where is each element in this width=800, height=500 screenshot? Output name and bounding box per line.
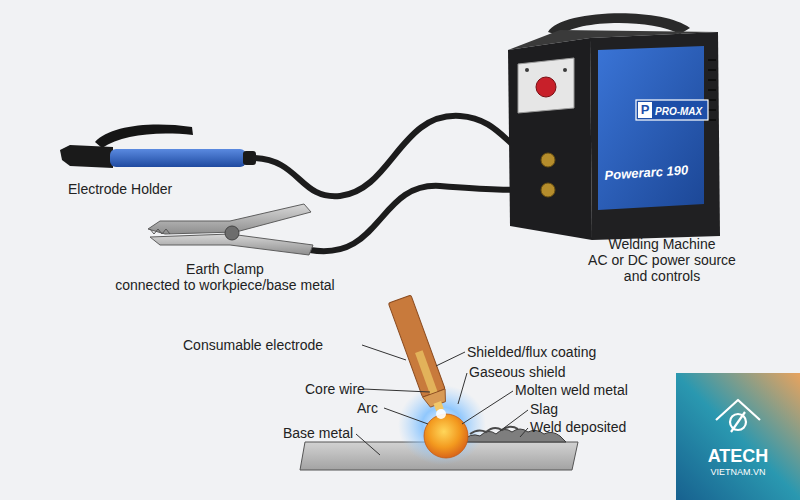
roof-outline bbox=[716, 400, 760, 420]
vent-line bbox=[708, 79, 716, 81]
part-label: Slag bbox=[530, 401, 558, 417]
holder-cable bbox=[255, 116, 548, 196]
machine-blue-panel bbox=[598, 46, 704, 210]
leader-line bbox=[384, 408, 428, 424]
indicator-lamp bbox=[525, 68, 529, 72]
part-label: Gaseous shield bbox=[469, 364, 566, 380]
leader-line bbox=[362, 345, 406, 360]
part-label: Base metal bbox=[283, 425, 353, 441]
vent-line bbox=[708, 89, 716, 91]
holder-lever bbox=[95, 125, 193, 148]
leader-line bbox=[462, 391, 513, 424]
machine-vents bbox=[708, 60, 716, 120]
holder-handle bbox=[110, 149, 246, 167]
control-knob bbox=[536, 77, 556, 97]
watermark-icon bbox=[716, 400, 760, 432]
leader-line bbox=[458, 373, 467, 404]
output-socket bbox=[541, 153, 555, 167]
machine-side bbox=[590, 32, 720, 240]
part-label: Molten weld metal bbox=[515, 382, 628, 398]
part-label: Shielded/flux coating bbox=[467, 344, 596, 360]
welding-machine bbox=[508, 13, 720, 240]
brand-logo-box bbox=[638, 102, 652, 118]
part-label: Consumable electrode bbox=[183, 337, 323, 353]
part-label: Core wire bbox=[305, 381, 365, 397]
part-label: Arc bbox=[357, 400, 378, 416]
watermark-name: ATECH bbox=[708, 446, 769, 466]
model-name: Powerarc 190 bbox=[604, 162, 689, 184]
indicator-lamp bbox=[563, 68, 567, 72]
leader-line bbox=[500, 410, 528, 431]
vent-line bbox=[708, 59, 716, 61]
leader-line bbox=[363, 389, 430, 392]
brand-badge bbox=[636, 100, 708, 120]
arc-spark bbox=[436, 409, 446, 419]
part-label: Electrode Holder bbox=[68, 181, 172, 197]
leader-line bbox=[436, 352, 465, 366]
output-socket bbox=[541, 183, 555, 197]
molten-pool bbox=[424, 414, 468, 458]
control-panel bbox=[518, 58, 574, 113]
leader-lines bbox=[356, 345, 528, 455]
earth-clamp bbox=[148, 204, 313, 255]
brand-logo-letter: P bbox=[638, 102, 652, 118]
part-label: Weld deposited bbox=[530, 419, 626, 435]
wrench-line bbox=[731, 412, 745, 432]
gaseous-shield bbox=[398, 385, 486, 465]
part-description: connected to workpiece/base metal bbox=[95, 277, 355, 293]
vent-line bbox=[708, 69, 716, 71]
part-description: AC or DC power source and controls bbox=[582, 252, 742, 284]
vent-line bbox=[708, 99, 716, 101]
consumable-electrode bbox=[388, 295, 451, 414]
gear-outline bbox=[730, 414, 746, 430]
flux-coating bbox=[388, 295, 445, 397]
clamp-teeth bbox=[150, 229, 170, 234]
vent-line bbox=[708, 119, 716, 121]
clamp-spring bbox=[225, 226, 239, 240]
core-wire-stripe bbox=[415, 350, 438, 394]
machine-front bbox=[508, 38, 592, 240]
holder-jaw bbox=[60, 145, 113, 168]
leader-line bbox=[356, 434, 380, 455]
brand-name: PRO-MAX bbox=[655, 104, 702, 120]
watermark-badge: ATECHVIETNAM.VN bbox=[676, 373, 800, 500]
electrode-holder bbox=[60, 125, 256, 168]
slag-layer bbox=[470, 427, 518, 434]
part-label: Welding Machine bbox=[572, 236, 752, 252]
leader-line bbox=[520, 428, 528, 437]
watermark-domain: VIETNAM.VN bbox=[710, 466, 765, 478]
vent-line bbox=[708, 109, 716, 111]
part-label: Earth Clamp bbox=[95, 261, 355, 277]
